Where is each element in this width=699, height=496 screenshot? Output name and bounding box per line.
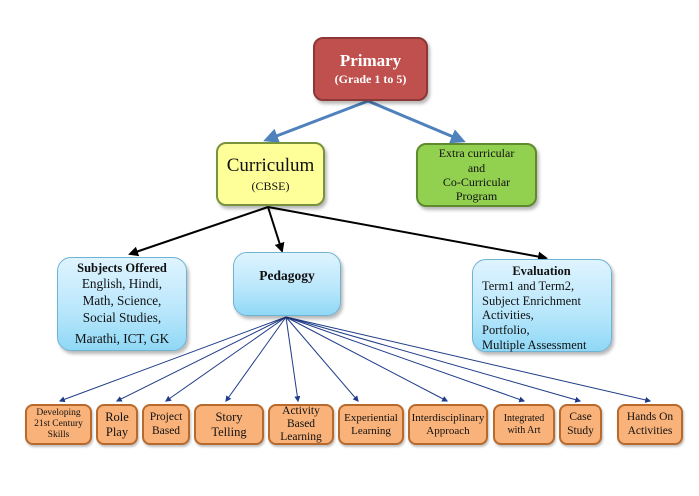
node-pedagogy: Pedagogy <box>233 252 341 316</box>
extra-line: Program <box>455 189 498 204</box>
curriculum-title: Curriculum <box>226 154 315 176</box>
subjects-line: English, Hindi, <box>81 276 163 292</box>
curriculum-subtitle: (CBSE) <box>251 178 290 193</box>
connector-pedagogy-method <box>285 316 526 403</box>
connector-primary-extra <box>367 99 466 144</box>
connector-pedagogy-method <box>285 316 449 402</box>
pedagogy-method-label: Hands On <box>626 411 674 424</box>
connector-pedagogy-method <box>225 316 287 402</box>
evaluation-line: Activities, <box>482 308 534 323</box>
evaluation-line: Multiple Assessment <box>482 337 587 352</box>
connector-pedagogy-method <box>58 316 287 403</box>
connector-pedagogy-method <box>285 316 301 403</box>
connector-pedagogy-method <box>115 316 287 402</box>
node-primary: Primary (Grade 1 to 5) <box>313 37 428 101</box>
subjects-line: Social Studies, <box>82 310 162 325</box>
pedagogy-method-label: Telling <box>211 424 247 439</box>
connector-curriculum-evaluation <box>267 206 548 262</box>
pedagogy-method-label: Experiential <box>344 411 398 424</box>
connector-pedagogy-method <box>285 316 582 403</box>
pedagogy-method-label: Activity <box>282 404 320 417</box>
evaluation-heading: Evaluation <box>512 264 571 278</box>
pedagogy-method-label: Based <box>286 417 316 430</box>
subjects-line: Math, Science, <box>82 293 162 309</box>
pedagogy-method-label: 21st Century <box>34 419 83 430</box>
pedagogy-method-label: Study <box>567 424 594 437</box>
pedagogy-method-label: Activities <box>627 424 673 437</box>
primary-title: Primary <box>339 50 402 70</box>
pedagogy-method-label: Learning <box>280 431 322 444</box>
pedagogy-method-label: Based <box>151 424 181 437</box>
pedagogy-method-label: Learning <box>351 424 391 437</box>
pedagogy-method-label: Approach <box>426 424 470 437</box>
connector-curriculum-pedagogy <box>267 206 285 253</box>
evaluation-line: Portfolio, <box>482 323 530 337</box>
pedagogy-method-label: Story <box>215 410 243 425</box>
pedagogy-method-label: Interdisciplinary <box>411 411 485 424</box>
pedagogy-method-label: Case <box>569 411 592 424</box>
evaluation-line: Subject Enrichment <box>482 293 581 308</box>
pedagogy-method-label: Skills <box>47 429 70 440</box>
connector-pedagogy-method <box>165 316 287 402</box>
connector-curriculum-subjects <box>128 206 269 257</box>
node-subjects-offered: Subjects Offered English, Hindi, Math, S… <box>57 257 187 351</box>
pedagogy-method-label: Project <box>149 411 183 424</box>
pedagogy-method-label: Play <box>105 424 129 439</box>
subjects-heading: Subjects Offered <box>77 261 167 276</box>
primary-subtitle: (Grade 1 to 5) <box>334 72 407 87</box>
connector-pedagogy-method <box>285 316 652 403</box>
extra-line: and <box>467 160 486 175</box>
node-curriculum: Curriculum (CBSE) <box>216 142 325 206</box>
pedagogy-method-label: Developing <box>36 408 81 419</box>
node-extra-curricular: Extra curricular and Co-Curricular Progr… <box>416 143 537 207</box>
pedagogy-heading: Pedagogy <box>259 268 315 283</box>
connector-pedagogy-method <box>285 316 359 402</box>
pedagogy-method-label: with Art <box>507 424 541 436</box>
node-evaluation: Evaluation Term1 and Term2, Subject Enri… <box>472 259 612 352</box>
evaluation-line: Term1 and Term2, <box>482 278 575 293</box>
subjects-line: Marathi, ICT, GK <box>74 330 170 346</box>
pedagogy-method-label: Integrated <box>503 413 545 424</box>
pedagogy-method-label: Role <box>105 410 129 425</box>
connector-primary-curriculum <box>263 99 369 143</box>
extra-line: Co-Curricular <box>442 175 511 189</box>
extra-line: Extra curricular <box>438 146 515 161</box>
